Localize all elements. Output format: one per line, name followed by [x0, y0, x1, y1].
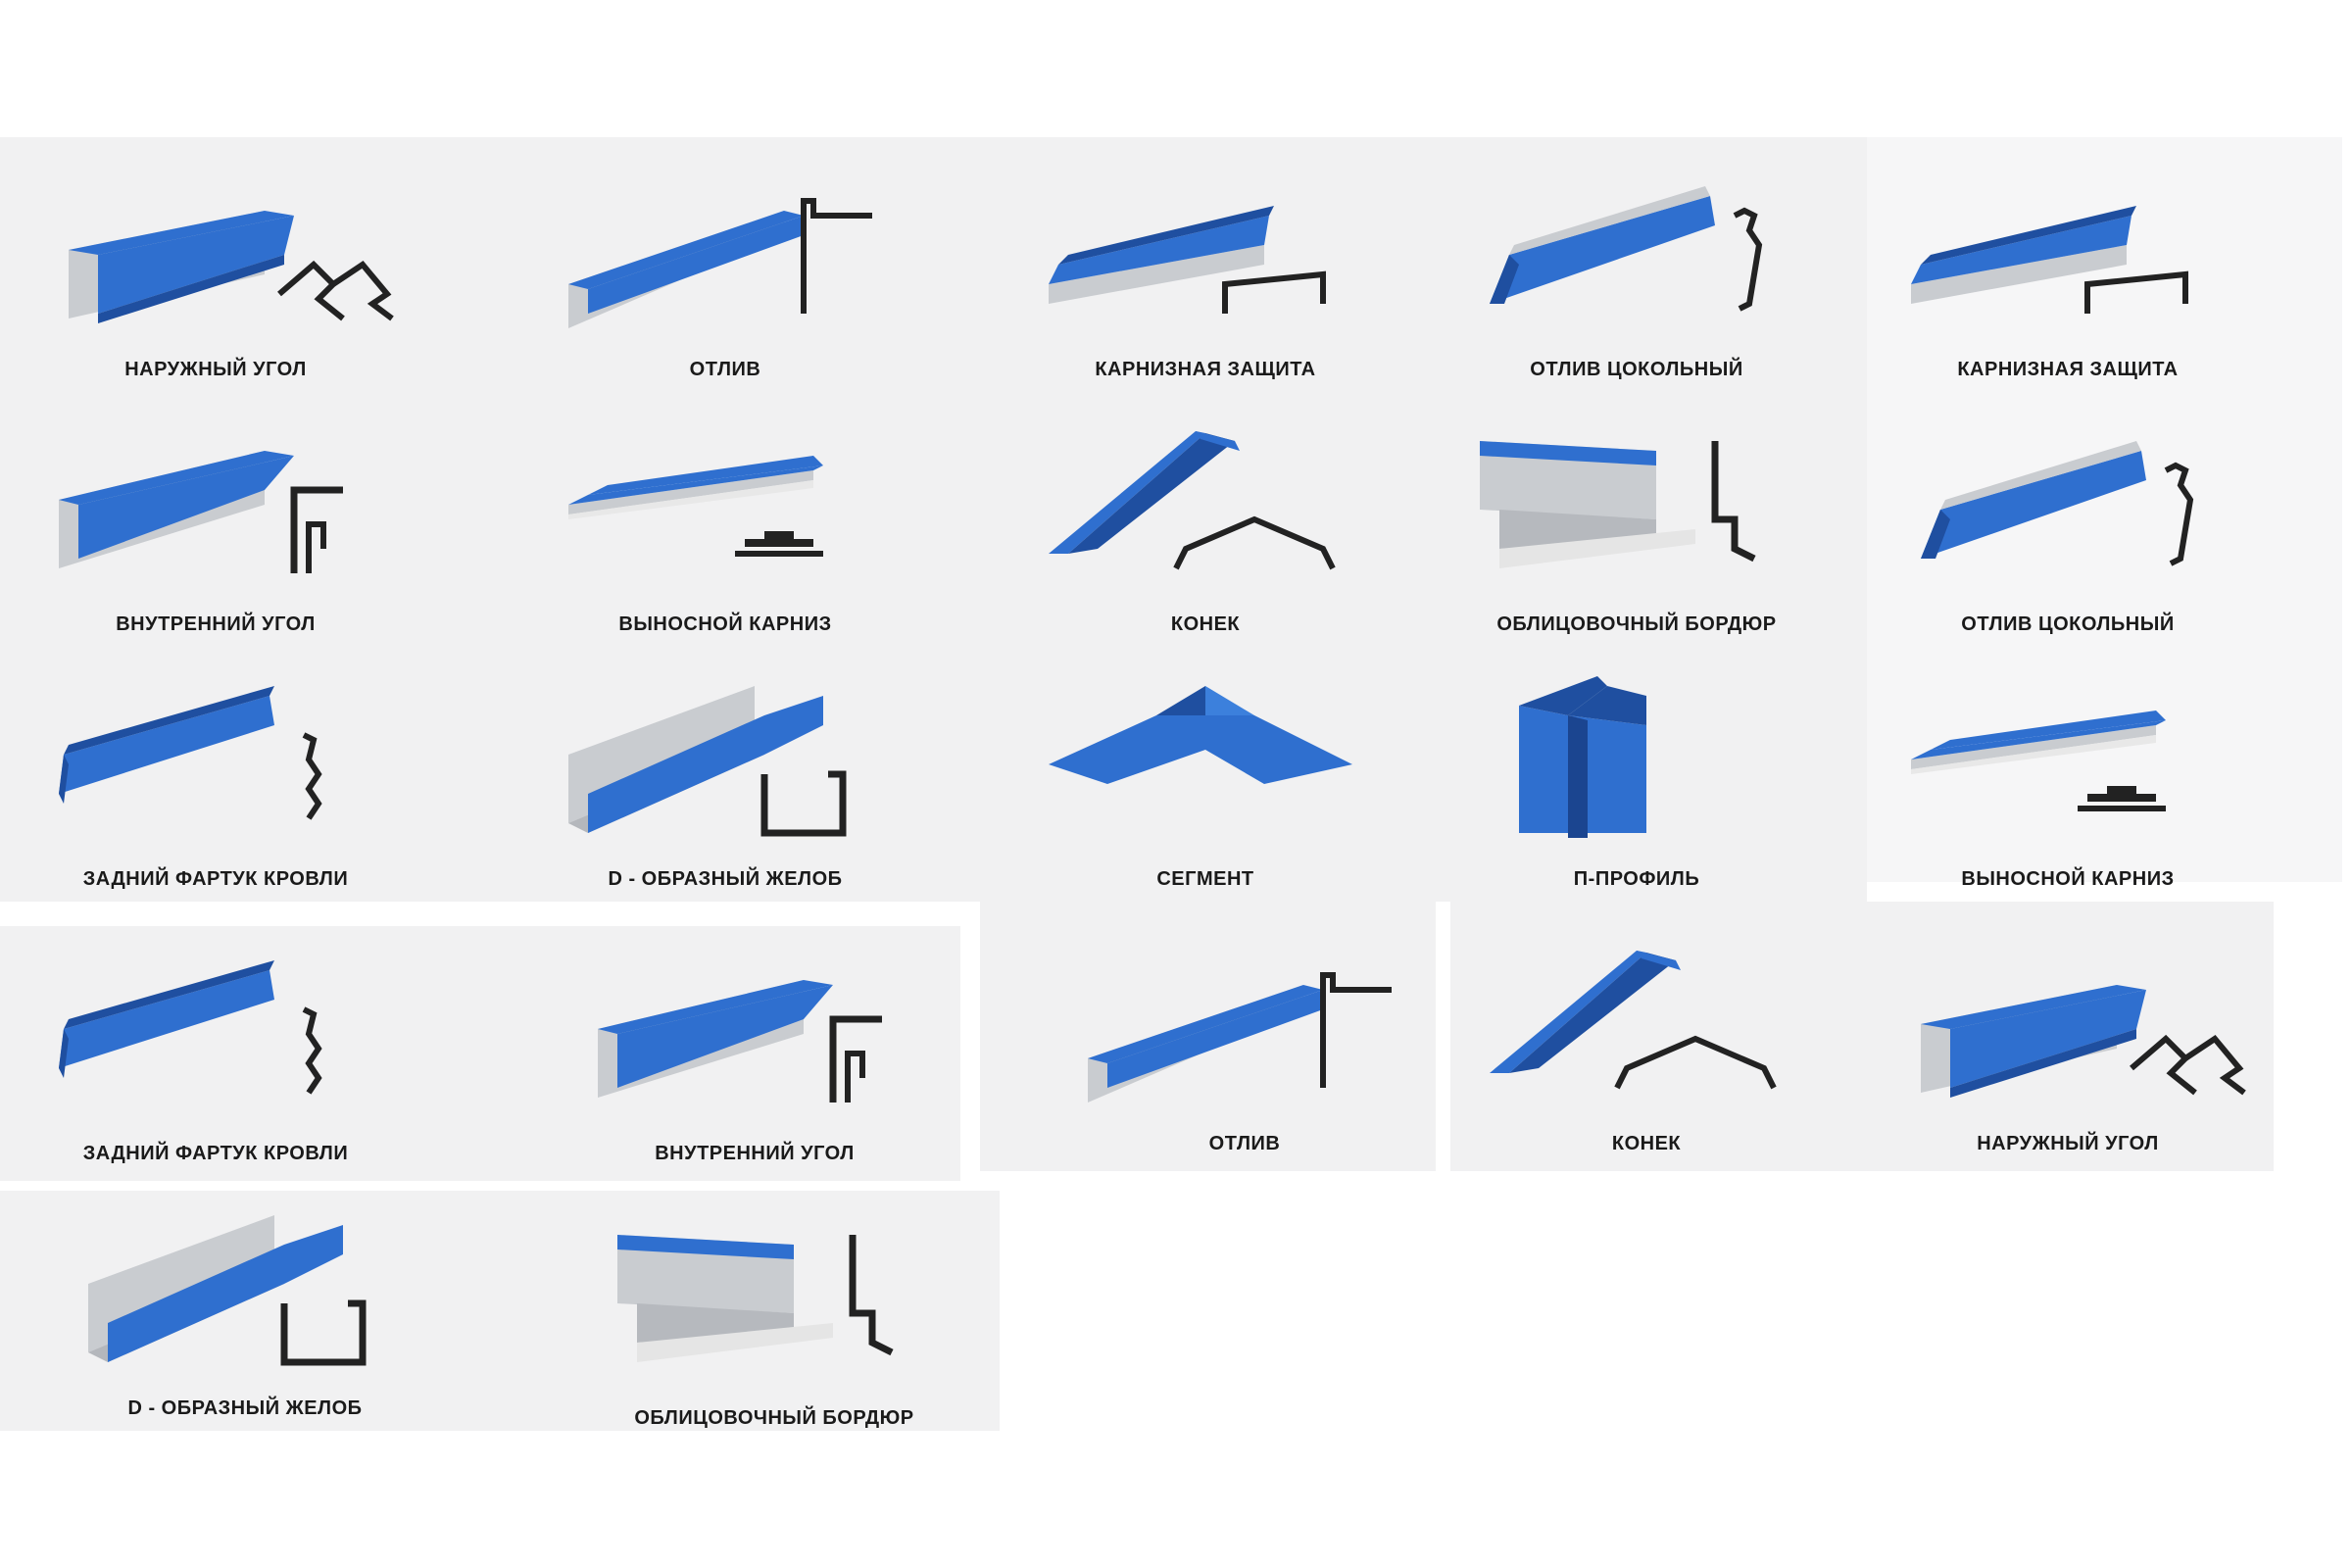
profile-card: ОБЛИЦОВОЧНЫЙ БОРДЮР — [598, 1205, 951, 1450]
profile-label: П-ПРОФИЛЬ — [1573, 868, 1700, 890]
plinth-drip-icon — [1490, 186, 1763, 312]
inner-corner-icon — [598, 980, 882, 1102]
profile-label: НАРУЖНЫЙ УГОЛ — [1977, 1133, 2159, 1154]
profile-label: ОТЛИВ — [689, 359, 761, 380]
profile-card: D - ОБРАЗНЫЙ ЖЕЛОБ — [69, 1196, 421, 1441]
profile-label: ЗАДНИЙ ФАРТУК КРОВЛИ — [82, 868, 349, 890]
profile-card: ВЫНОСНОЙ КАРНИЗ — [549, 412, 902, 657]
profile-card: СЕГМЕНТ — [1029, 666, 1382, 911]
profile-label: КАРНИЗНАЯ ЗАЩИТА — [1095, 359, 1316, 380]
profile-card: ВНУТРЕННИЙ УГОЛ — [39, 412, 392, 657]
profile-label: ВЫНОСНОЙ КАРНИЗ — [618, 613, 832, 635]
overhang-eave-icon — [568, 456, 823, 557]
segment-icon — [1049, 686, 1352, 784]
profile-label: ВНУТРЕННИЙ УГОЛ — [655, 1143, 855, 1164]
ridge-icon — [1490, 951, 1777, 1090]
rear-apron-icon — [59, 960, 322, 1095]
profile-label: D - ОБРАЗНЫЙ ЖЕЛОБ — [608, 868, 843, 890]
drip-icon — [1088, 972, 1392, 1102]
outer-corner-icon — [1921, 985, 2246, 1098]
ridge-icon — [1049, 431, 1336, 570]
inner-corner-icon — [59, 451, 343, 573]
profile-label: ВНУТРЕННИЙ УГОЛ — [116, 613, 316, 635]
rear-apron-icon — [59, 686, 322, 820]
profile-label: ЗАДНИЙ ФАРТУК КРОВЛИ — [82, 1143, 349, 1164]
profile-card: ОБЛИЦОВОЧНЫЙ БОРДЮР — [1460, 412, 1813, 657]
outer-corner-icon — [69, 211, 394, 323]
bottom-left-panel — [0, 926, 960, 1181]
profile-label: КАРНИЗНАЯ ЗАЩИТА — [1957, 359, 2179, 380]
profile-card: КАРНИЗНАЯ ЗАЩИТА — [1029, 157, 1382, 402]
profile-card: ВНУТРЕННИЙ УГОЛ — [578, 941, 931, 1186]
profile-card: ОТЛИВ ЦОКОЛЬНЫЙ — [1891, 412, 2244, 657]
profile-label: СЕГМЕНТ — [1156, 868, 1254, 890]
profile-card: КОНЕК — [1470, 931, 1823, 1176]
profile-label: НАРУЖНЫЙ УГОЛ — [124, 359, 307, 380]
drip-icon — [568, 198, 872, 328]
facing-border-icon — [1480, 441, 1756, 568]
overhang-eave-icon — [1911, 710, 2166, 811]
profile-card: КОНЕК — [1029, 412, 1382, 657]
profile-label: ОБЛИЦОВОЧНЫЙ БОРДЮР — [1496, 613, 1777, 635]
profile-card: НАРУЖНЫЙ УГОЛ — [39, 157, 394, 402]
plinth-drip-icon — [1921, 441, 2194, 566]
profile-label: D - ОБРАЗНЫЙ ЖЕЛОБ — [127, 1397, 363, 1419]
profile-label: ОТЛИВ ЦОКОЛЬНЫЙ — [1961, 613, 2175, 635]
profile-card: ЗАДНИЙ ФАРТУК КРОВЛИ — [39, 941, 392, 1186]
profile-label: КОНЕК — [1170, 613, 1241, 635]
profile-label: ОТЛИВ — [1208, 1133, 1281, 1154]
profile-label: КОНЕК — [1611, 1133, 1682, 1154]
profile-card: НАРУЖНЫЙ УГОЛ — [1891, 931, 2246, 1176]
profile-card: КАРНИЗНАЯ ЗАЩИТА — [1891, 157, 2244, 402]
eaves-protection-icon — [1911, 206, 2188, 314]
profile-label: ВЫНОСНОЙ КАРНИЗ — [1961, 868, 2175, 890]
d-gutter-icon — [88, 1215, 367, 1366]
profile-card: П-ПРОФИЛЬ — [1460, 666, 1813, 911]
facing-border-icon — [617, 1235, 894, 1362]
profile-card: ОТЛИВ — [549, 157, 902, 402]
profile-label: ОБЛИЦОВОЧНЫЙ БОРДЮР — [634, 1407, 914, 1429]
profile-card: D - ОБРАЗНЫЙ ЖЕЛОБ — [549, 666, 902, 911]
profile-card: ОТЛИВ — [1068, 931, 1421, 1176]
profile-label: ОТЛИВ ЦОКОЛЬНЫЙ — [1530, 359, 1743, 380]
d-gutter-icon — [568, 686, 847, 837]
p-profile-icon — [1519, 676, 1646, 838]
profile-card: ВЫНОСНОЙ КАРНИЗ — [1891, 666, 2244, 911]
eaves-protection-icon — [1049, 206, 1326, 314]
profile-card: ЗАДНИЙ ФАРТУК КРОВЛИ — [39, 666, 392, 911]
profile-card: ОТЛИВ ЦОКОЛЬНЫЙ — [1460, 157, 1813, 402]
